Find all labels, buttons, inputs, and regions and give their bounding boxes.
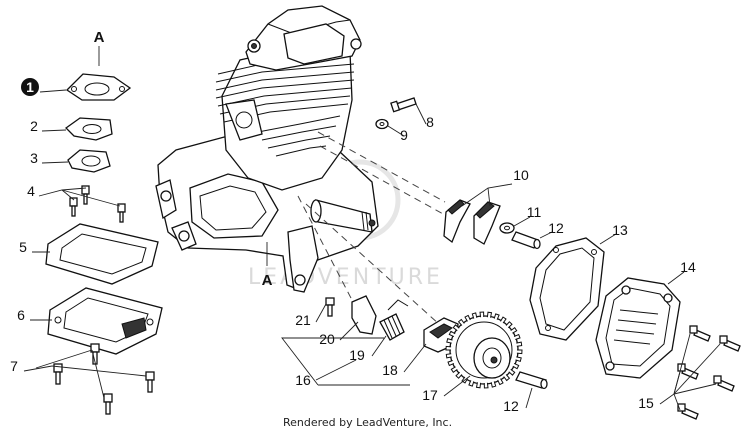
view-label-a-top: A <box>94 29 105 46</box>
callout-c16: 16 <box>295 372 311 388</box>
gear-teeth <box>445 311 523 389</box>
part-3-gasket[interactable] <box>67 149 111 173</box>
callout-c12a: 12 <box>548 220 564 236</box>
callout-c12b: 12 <box>503 398 519 414</box>
part-9-washer[interactable] <box>375 118 389 130</box>
part-18-weight[interactable] <box>423 317 459 353</box>
leader-lines <box>23 46 721 411</box>
engine-block[interactable] <box>155 5 379 293</box>
part-4-screws[interactable] <box>69 185 126 223</box>
callout-c8: 8 <box>426 114 434 130</box>
part-2-gasket[interactable] <box>64 117 113 141</box>
part-19-spring[interactable] <box>379 299 409 341</box>
part-13-cover-gasket[interactable] <box>529 237 605 341</box>
part-12-pin-lower[interactable] <box>515 371 548 390</box>
view-label-a-mid: A <box>262 272 273 289</box>
callout-c21: 21 <box>295 312 311 328</box>
callout-c6: 6 <box>17 307 25 323</box>
callout-c5: 5 <box>19 239 27 255</box>
part-6-reed-block[interactable] <box>47 287 163 355</box>
alignment-guides <box>297 131 446 326</box>
callout-c17: 17 <box>422 387 438 403</box>
part-17-gear[interactable] <box>445 311 523 389</box>
callout-c7: 7 <box>10 358 18 374</box>
callout-c11: 11 <box>527 204 542 220</box>
callout-c20: 20 <box>319 331 335 347</box>
callout-c19: 19 <box>349 347 365 363</box>
part-10-levers[interactable] <box>443 199 501 245</box>
part-8-bolt[interactable] <box>390 97 417 113</box>
part-7-bolts[interactable] <box>53 343 155 415</box>
part-20-plate[interactable] <box>351 295 377 335</box>
part-1-intake-plate[interactable] <box>65 73 132 101</box>
gear-tooth-outline <box>445 311 523 389</box>
callout-c1: 1 <box>26 79 34 95</box>
callout-c2: 2 <box>30 118 38 134</box>
view-labels: AA <box>94 29 273 289</box>
callout-c15: 15 <box>638 395 654 411</box>
callout-c10: 10 <box>513 167 529 183</box>
callout-c13: 13 <box>612 222 628 238</box>
part-5-gasket[interactable] <box>45 223 159 285</box>
part-14-cover[interactable] <box>595 277 681 379</box>
callout-c3: 3 <box>30 150 38 166</box>
callout-c14: 14 <box>680 259 696 275</box>
part-12-pin-upper[interactable] <box>511 231 541 250</box>
watermark: LEADVENTURE <box>248 265 443 290</box>
callout-c18: 18 <box>382 362 398 378</box>
callout-c4: 4 <box>27 183 35 199</box>
part-11-washer[interactable] <box>499 222 515 234</box>
part-15-bolts[interactable] <box>677 325 741 420</box>
callout-c9: 9 <box>400 127 408 143</box>
callout-circle-c1 <box>21 78 39 96</box>
credit-text: Rendered by LeadVenture, Inc. <box>283 416 452 429</box>
part-21-screw[interactable] <box>325 297 335 317</box>
